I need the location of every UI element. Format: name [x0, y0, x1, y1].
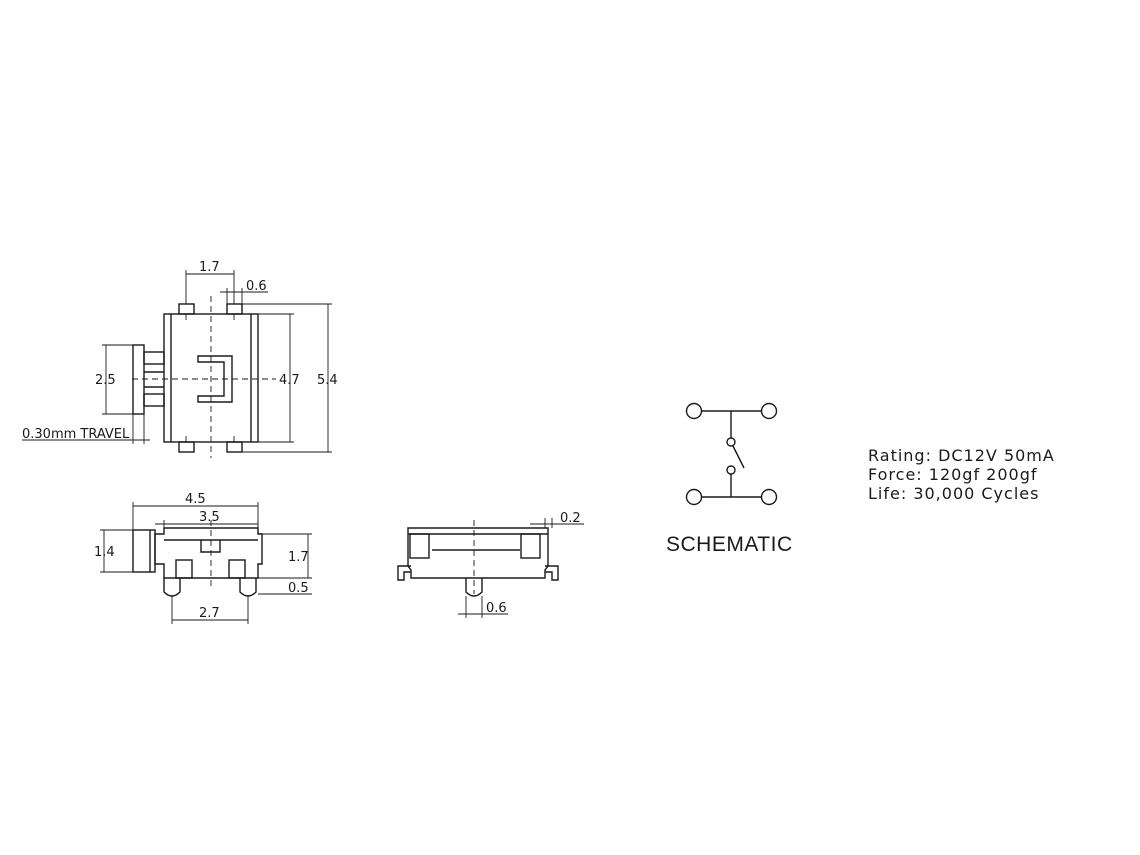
spec-force: Force: 120gf 200gf [868, 465, 1038, 484]
dim-travel: 0.30mm TRAVEL [22, 427, 130, 442]
spec-block: Rating: DC12V 50mA Force: 120gf 200gf Li… [868, 446, 1055, 503]
dim-front-pad-pitch: 2.7 [199, 606, 220, 621]
terminal-4 [760, 488, 778, 506]
dim-front-actuator-height: 1.4 [94, 545, 115, 560]
schematic-title: SCHEMATIC [666, 533, 793, 556]
dim-top-pad: 0.6 [246, 279, 267, 294]
dim-front-pad-height: 0.5 [288, 581, 309, 596]
front-actuator [132, 529, 156, 573]
dim-top-pitch: 1.7 [199, 260, 220, 275]
terminal-1 [685, 402, 703, 420]
contact-spring [197, 355, 233, 403]
top-actuator [132, 344, 145, 415]
side-body [407, 527, 549, 579]
switch-contact-top [726, 437, 736, 447]
switch-contact-bottom [726, 465, 736, 475]
bottom-terminal-left [178, 441, 195, 453]
top-view: 1.7 0.6 2.5 4.7 5.4 0.30mm TRAVEL [22, 260, 338, 458]
dim-top-overall-height: 5.4 [317, 373, 338, 388]
dim-front-body-width: 3.5 [199, 510, 220, 525]
dim-front-body-height: 1.7 [288, 550, 309, 565]
switch-lever [732, 445, 745, 469]
dim-front-overall-width: 4.5 [185, 492, 206, 507]
top-terminal-right [226, 303, 243, 315]
dim-top-inner-height: 4.7 [279, 373, 300, 388]
side-view: 0.2 0.6 [397, 511, 584, 618]
dim-side-pad-width: 0.6 [486, 601, 507, 616]
top-terminal-left [178, 303, 195, 315]
front-view: 4.5 3.5 1.4 1.7 0.5 2.7 [94, 492, 312, 624]
spec-rating: Rating: DC12V 50mA [868, 446, 1055, 465]
dim-side-offset: 0.2 [560, 511, 581, 526]
schematic-diagram: SCHEMATIC [666, 402, 793, 556]
terminal-3 [685, 488, 703, 506]
terminal-2 [760, 402, 778, 420]
front-body [154, 527, 263, 579]
spec-life: Life: 30,000 Cycles [868, 484, 1040, 503]
dim-top-actuator: 2.5 [95, 373, 116, 388]
bottom-terminal-right [226, 441, 243, 453]
